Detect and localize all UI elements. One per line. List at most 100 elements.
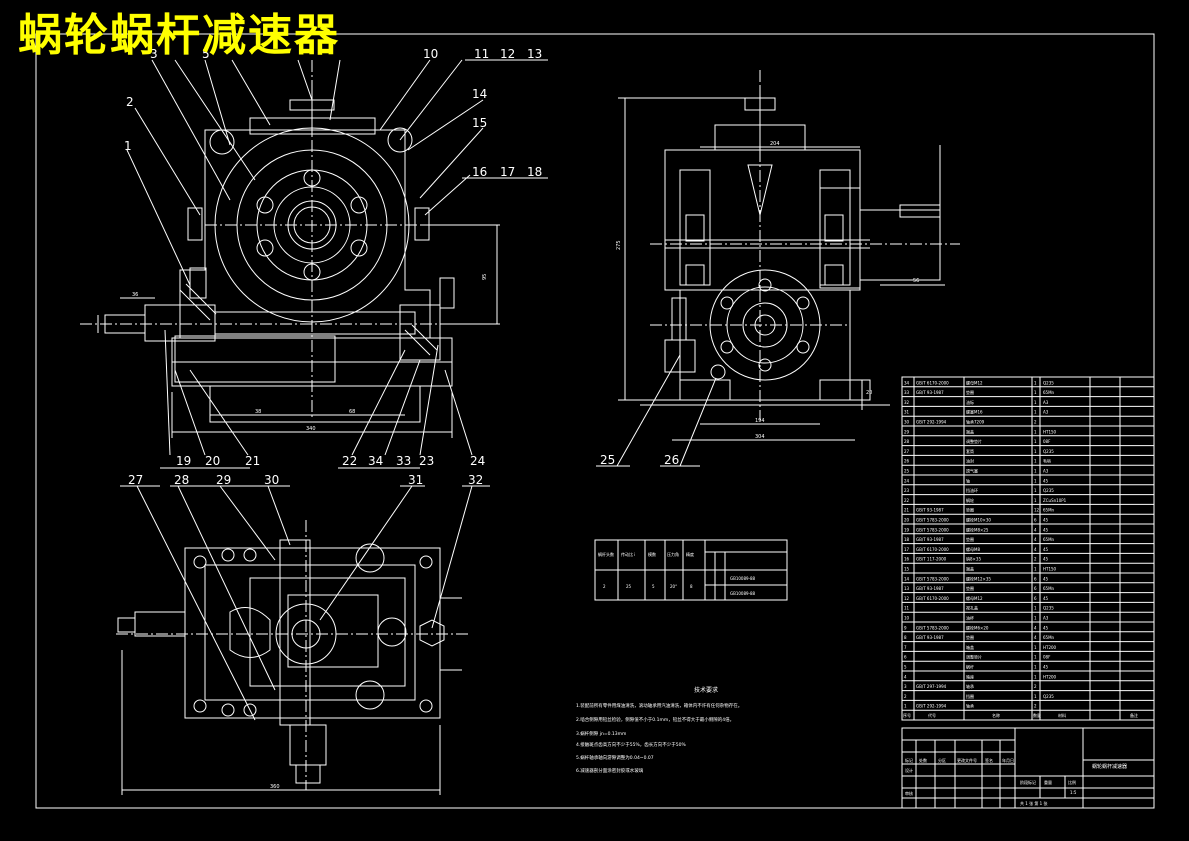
parts-list-header: 材料 bbox=[1058, 712, 1066, 718]
parts-list-border bbox=[901, 376, 1155, 721]
spec-header: 压力角 bbox=[667, 551, 679, 557]
parts-list-cell: 1 bbox=[904, 704, 907, 709]
parts-list-cell: HT150 bbox=[1043, 429, 1057, 434]
part-label: 22 bbox=[342, 454, 357, 468]
dim-front-center: 95 bbox=[482, 274, 488, 280]
drawing-border bbox=[35, 33, 1155, 809]
part-label: 34 bbox=[368, 454, 383, 468]
parts-list-cell: 蜗轮 bbox=[966, 497, 974, 503]
parts-list-cell: 油封 bbox=[966, 458, 974, 464]
parts-list-cell: 31 bbox=[904, 410, 910, 415]
dim-side-base: 194 bbox=[755, 418, 765, 424]
front-view bbox=[80, 60, 500, 438]
plan-leaders bbox=[120, 485, 490, 721]
parts-list-cell: 螺栓M8×25 bbox=[966, 526, 989, 532]
parts-list-cell: 34 bbox=[904, 380, 910, 385]
title-block-drawing-name: 蜗轮蜗杆减速器 bbox=[1092, 763, 1127, 770]
side-view-dims: 275 204 194 304 56 20 bbox=[616, 141, 919, 440]
parts-list-cell: 箱盖 bbox=[966, 644, 974, 650]
part-label: 17 bbox=[500, 165, 515, 179]
parts-list-cell: 33 bbox=[904, 390, 910, 395]
note-line: 3.蜗杆侧隙 jn=0.13mm bbox=[576, 730, 626, 737]
parts-list-cell: 1 bbox=[1034, 606, 1037, 611]
title-block-label: 标记 bbox=[905, 757, 913, 763]
parts-list-cell: 45 bbox=[1043, 596, 1049, 601]
part-label: 14 bbox=[472, 87, 487, 101]
title-block-label: 签名 bbox=[985, 757, 993, 763]
parts-list-header: 序号 bbox=[903, 712, 911, 718]
parts-list-cell: 15 bbox=[904, 567, 910, 572]
parts-list-cell: 1 bbox=[1034, 567, 1037, 572]
part-label: 10 bbox=[423, 47, 438, 61]
spec-value: 5 bbox=[652, 584, 655, 589]
spec-value: 25 bbox=[626, 584, 632, 589]
parts-list-cell: GB/T 93-1987 bbox=[916, 586, 944, 591]
parts-list-cell: Q235 bbox=[1043, 606, 1054, 611]
parts-list-cell: 45 bbox=[1043, 625, 1049, 630]
part-label: 18 bbox=[527, 165, 542, 179]
parts-list-cell: GB/T 93-1987 bbox=[916, 508, 944, 513]
spec-value: 20° bbox=[670, 584, 677, 589]
title-block-label: 年月日 bbox=[1002, 757, 1014, 763]
dim-side-shaft: 56 bbox=[913, 278, 919, 284]
parts-list-cell: 4 bbox=[904, 674, 907, 679]
parts-list-cell: HT150 bbox=[1043, 567, 1057, 572]
parts-list-cell: 18 bbox=[904, 537, 910, 542]
side-part-labels: 25 26 bbox=[600, 453, 679, 467]
parts-list-cell: 轴承 bbox=[966, 703, 974, 709]
parts-list-cell: 螺母M12 bbox=[966, 379, 983, 385]
note-line: 5.蜗杆轴承轴向游隙调整为0.04~0.07 bbox=[576, 754, 654, 761]
parts-list-cell: Q235 bbox=[1043, 380, 1054, 385]
parts-list-cell: 28 bbox=[904, 439, 910, 444]
parts-list-cell: 轴承7209 bbox=[966, 419, 985, 425]
note-line: 2.啮合侧隙用铅丝检验，侧隙值不小于0.1mm，铅丝不得大于最小侧隙的4倍。 bbox=[576, 716, 734, 723]
parts-list-cell: 45 bbox=[1043, 478, 1049, 483]
part-label: 1 bbox=[124, 139, 132, 153]
parts-list-cell: 1 bbox=[1034, 645, 1037, 650]
parts-list-cell: 透气塞 bbox=[966, 468, 978, 474]
parts-list-cell: 4 bbox=[1034, 527, 1037, 532]
parts-list-cell: 6 bbox=[904, 655, 907, 660]
part-label: 19 bbox=[176, 454, 191, 468]
note-line: 1.装配前所有零件用煤油清洗，滚动轴承用汽油清洗，箱体内不许有任何杂物存在。 bbox=[576, 702, 742, 709]
parts-list-cell: 7 bbox=[904, 645, 907, 650]
part-label: 26 bbox=[664, 453, 679, 467]
dim-side-overall: 304 bbox=[755, 434, 765, 440]
parts-list-cell: GB/T 93-1987 bbox=[916, 390, 944, 395]
parts-list-cell: GB/T 5783-2000 bbox=[916, 518, 949, 523]
parts-list-cell: 29 bbox=[904, 429, 910, 434]
note-line: 4.接触斑点齿高方向不少于55%，齿长方向不少于50% bbox=[576, 741, 687, 748]
parts-list-cell: 24 bbox=[904, 478, 910, 483]
parts-list-cell: 1 bbox=[1034, 498, 1037, 503]
parts-list-cell: 20 bbox=[904, 518, 910, 523]
part-label: 16 bbox=[472, 165, 487, 179]
title-block-label: 更改文件号 bbox=[957, 757, 977, 763]
title-block-checker: 审核 bbox=[905, 790, 913, 796]
parts-list-cell: Q235 bbox=[1043, 488, 1054, 493]
front-leaders bbox=[126, 59, 548, 469]
parts-list-cell: 1 bbox=[1034, 674, 1037, 679]
parts-list-cell: ZCuSn10P1 bbox=[1043, 498, 1067, 503]
parts-list-cell: A3 bbox=[1043, 616, 1049, 621]
parts-list-cell: 套筒 bbox=[966, 448, 974, 454]
spec-extra: GB10089-88 bbox=[730, 576, 756, 581]
front-part-labels: 1 2 3 5 10 11 12 13 14 15 16 17 18 19 20… bbox=[124, 47, 542, 468]
part-label: 27 bbox=[128, 473, 143, 487]
parts-list-cell: GB/T 5783-2000 bbox=[916, 527, 949, 532]
part-label: 5 bbox=[202, 47, 210, 61]
parts-list-cell: GB/T 5783-2000 bbox=[916, 625, 949, 630]
technical-notes: 技术要求 1.装配前所有零件用煤油清洗，滚动轴承用汽油清洗，箱体内不许有任何杂物… bbox=[576, 686, 742, 774]
parts-list-cell: 螺塞M16 bbox=[966, 409, 983, 415]
parts-list-cell: 65Mn bbox=[1043, 390, 1055, 395]
parts-list-cell: 45 bbox=[1043, 557, 1049, 562]
parts-list-cell: GB/T 292-1994 bbox=[916, 704, 947, 709]
parts-list-cell: 9 bbox=[904, 625, 907, 630]
parts-list-cell: 4 bbox=[1034, 537, 1037, 542]
spec-extra: GB10089-88 bbox=[730, 591, 756, 596]
parts-list-cell: 4 bbox=[1034, 625, 1037, 630]
title-block-label: 处数 bbox=[919, 757, 927, 763]
part-label: 20 bbox=[205, 454, 220, 468]
parts-list-cell: 1 bbox=[1034, 380, 1037, 385]
